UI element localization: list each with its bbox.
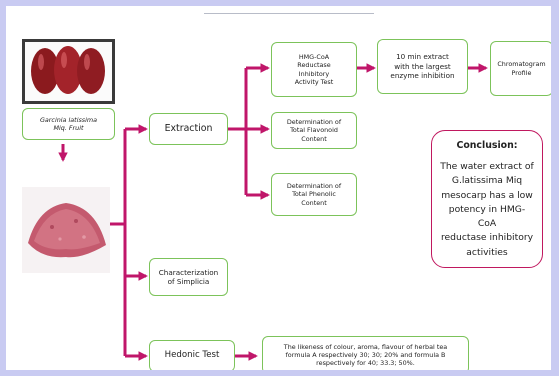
- characterization-box: Characterization of Simplicia: [149, 258, 228, 296]
- hmg-test-label: HMG-CoA Reductase Inhibitory Activity Te…: [294, 52, 334, 86]
- extraction-label: Extraction: [164, 122, 213, 134]
- ten-min-extract-label: 10 min extract with the largest enzyme i…: [390, 52, 455, 81]
- conclusion-title: Conclusion:: [456, 140, 518, 151]
- conclusion-text: The water extract of G.latissima Miq mes…: [440, 161, 534, 258]
- fruit-label-box: Garcinia latissima Miq. Fruit: [22, 108, 115, 140]
- fruit-illustration: [31, 46, 105, 94]
- flavonoid-box: Determination of Total Flavonoid Content: [271, 112, 357, 149]
- hedonic-test-label: Hedonic Test: [164, 350, 220, 361]
- phenolic-box: Determination of Total Phenolic Content: [271, 173, 357, 216]
- chromatogram-box: Chromatogram Profile: [490, 41, 551, 96]
- likeness-result-box: The likeness of colour, aroma, flavour o…: [262, 336, 469, 370]
- fruit-label: Garcinia latissima Miq. Fruit: [39, 115, 98, 132]
- characterization-label: Characterization of Simplicia: [158, 267, 219, 286]
- flow-connectors: [58, 63, 488, 361]
- phenolic-label: Determination of Total Phenolic Content: [286, 182, 342, 207]
- hmg-test-box: HMG-CoA Reductase Inhibitory Activity Te…: [271, 42, 357, 97]
- powder-illustration: [28, 203, 106, 258]
- extraction-box: Extraction: [149, 113, 228, 145]
- ten-min-extract-box: 10 min extract with the largest enzyme i…: [377, 39, 468, 94]
- hedonic-test-box: Hedonic Test: [149, 340, 235, 370]
- flavonoid-label: Determination of Total Flavonoid Content: [286, 118, 342, 143]
- top-divider: [204, 13, 374, 14]
- likeness-result-text: The likeness of colour, aroma, flavour o…: [283, 342, 448, 368]
- diagram-canvas: Garcinia latissima Miq. Fruit Extraction…: [6, 6, 551, 370]
- fruit-photo: [22, 39, 115, 104]
- powder-photo: [22, 187, 110, 273]
- conclusion-box: Conclusion: The water extract of G.latis…: [431, 130, 543, 268]
- chromatogram-label: Chromatogram Profile: [497, 60, 546, 77]
